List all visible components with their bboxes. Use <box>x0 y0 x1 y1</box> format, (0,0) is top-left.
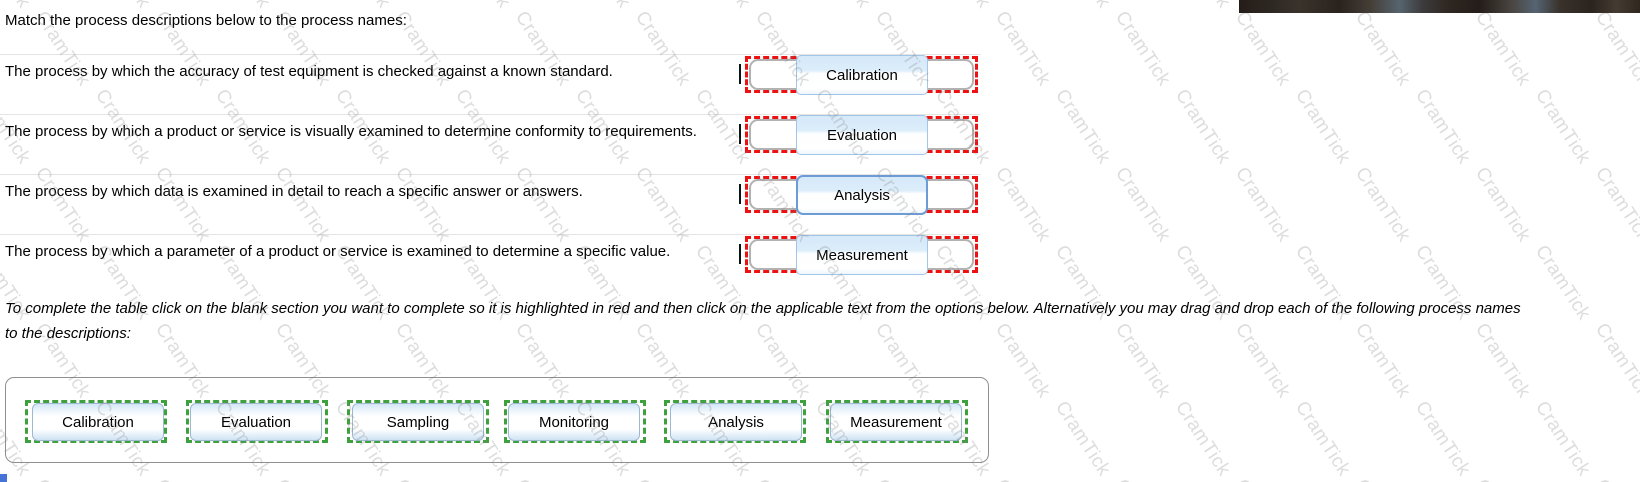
watermark-text: CramTick <box>1590 476 1640 482</box>
watermark-text: CramTick <box>870 476 935 482</box>
match-row: The process by which the accuracy of tes… <box>0 54 1640 114</box>
row-separator <box>0 234 981 235</box>
watermark-text: CramTick <box>690 0 755 12</box>
row-separator <box>0 54 981 55</box>
row-description: The process by which a parameter of a pr… <box>5 243 671 260</box>
watermark-text: CramTick <box>810 0 875 12</box>
photo-fragment <box>1239 0 1640 13</box>
option-sampling[interactable]: Sampling <box>352 403 484 441</box>
watermark-text: CramTick <box>1350 476 1415 482</box>
watermark-text: CramTick <box>1170 0 1235 12</box>
watermark-text: CramTick <box>90 0 155 12</box>
option-outline <box>25 400 167 443</box>
watermark-text: CramTick <box>1590 319 1640 402</box>
match-row: The process by which a parameter of a pr… <box>0 234 1640 294</box>
row-separator <box>0 174 981 175</box>
watermark-text: CramTick <box>330 0 395 12</box>
watermark-text: CramTick <box>570 0 635 12</box>
watermark-text: CramTick <box>1170 397 1235 480</box>
text-cursor <box>739 124 741 144</box>
option-outline <box>347 400 489 443</box>
option-outline <box>186 400 328 443</box>
watermark-text: CramTick <box>1410 397 1475 480</box>
text-cursor <box>739 184 741 204</box>
watermark-text: CramTick <box>630 476 695 482</box>
match-row: The process by which data is examined in… <box>0 174 1640 234</box>
text-cursor <box>739 64 741 84</box>
answer-chip-measurement[interactable]: Measurement <box>796 235 928 275</box>
option-measurement[interactable]: Measurement <box>830 403 962 441</box>
answer-chip-evaluation[interactable]: Evaluation <box>796 115 928 155</box>
watermark-text: CramTick <box>510 476 575 482</box>
option-analysis[interactable]: Analysis <box>670 403 802 441</box>
answer-chip-analysis[interactable]: Analysis <box>796 175 928 215</box>
match-row: The process by which a product or servic… <box>0 114 1640 174</box>
watermark-text: CramTick <box>270 476 335 482</box>
watermark-text: CramTick <box>1110 476 1175 482</box>
watermark-text: CramTick <box>30 476 95 482</box>
answer-chip-calibration[interactable]: Calibration <box>796 55 928 95</box>
watermark-text: CramTick <box>930 0 995 12</box>
option-evaluation[interactable]: Evaluation <box>190 403 322 441</box>
row-description: The process by which a product or servic… <box>5 123 697 140</box>
watermark-text: CramTick <box>450 0 515 12</box>
watermark-text: CramTick <box>150 476 215 482</box>
options-panel <box>5 377 989 463</box>
option-outline <box>664 400 806 443</box>
watermark-text: CramTick <box>1530 397 1595 480</box>
watermark-text: CramTick <box>990 476 1055 482</box>
row-separator <box>0 114 981 115</box>
page-title: Match the process descriptions below to … <box>5 12 407 29</box>
option-calibration[interactable]: Calibration <box>32 403 164 441</box>
row-description: The process by which data is examined in… <box>5 183 583 200</box>
watermark-text: CramTick <box>1470 476 1535 482</box>
option-monitoring[interactable]: Monitoring <box>508 403 640 441</box>
watermark-text: CramTick <box>1050 397 1115 480</box>
watermark-text: CramTick <box>1050 0 1115 12</box>
watermark-text: CramTick <box>390 476 455 482</box>
watermark-text: CramTick <box>1230 476 1295 482</box>
row-description: The process by which the accuracy of tes… <box>5 63 613 80</box>
instructions-text: To complete the table click on the blank… <box>5 300 1521 342</box>
text-cursor <box>739 244 741 264</box>
blue-ui-fragment <box>0 474 7 482</box>
option-outline <box>826 400 968 443</box>
option-outline <box>504 400 646 443</box>
watermark-text: CramTick <box>210 0 275 12</box>
watermark-text: CramTick <box>1290 397 1355 480</box>
watermark-text: CramTick <box>0 0 35 12</box>
watermark-text: CramTick <box>750 476 815 482</box>
